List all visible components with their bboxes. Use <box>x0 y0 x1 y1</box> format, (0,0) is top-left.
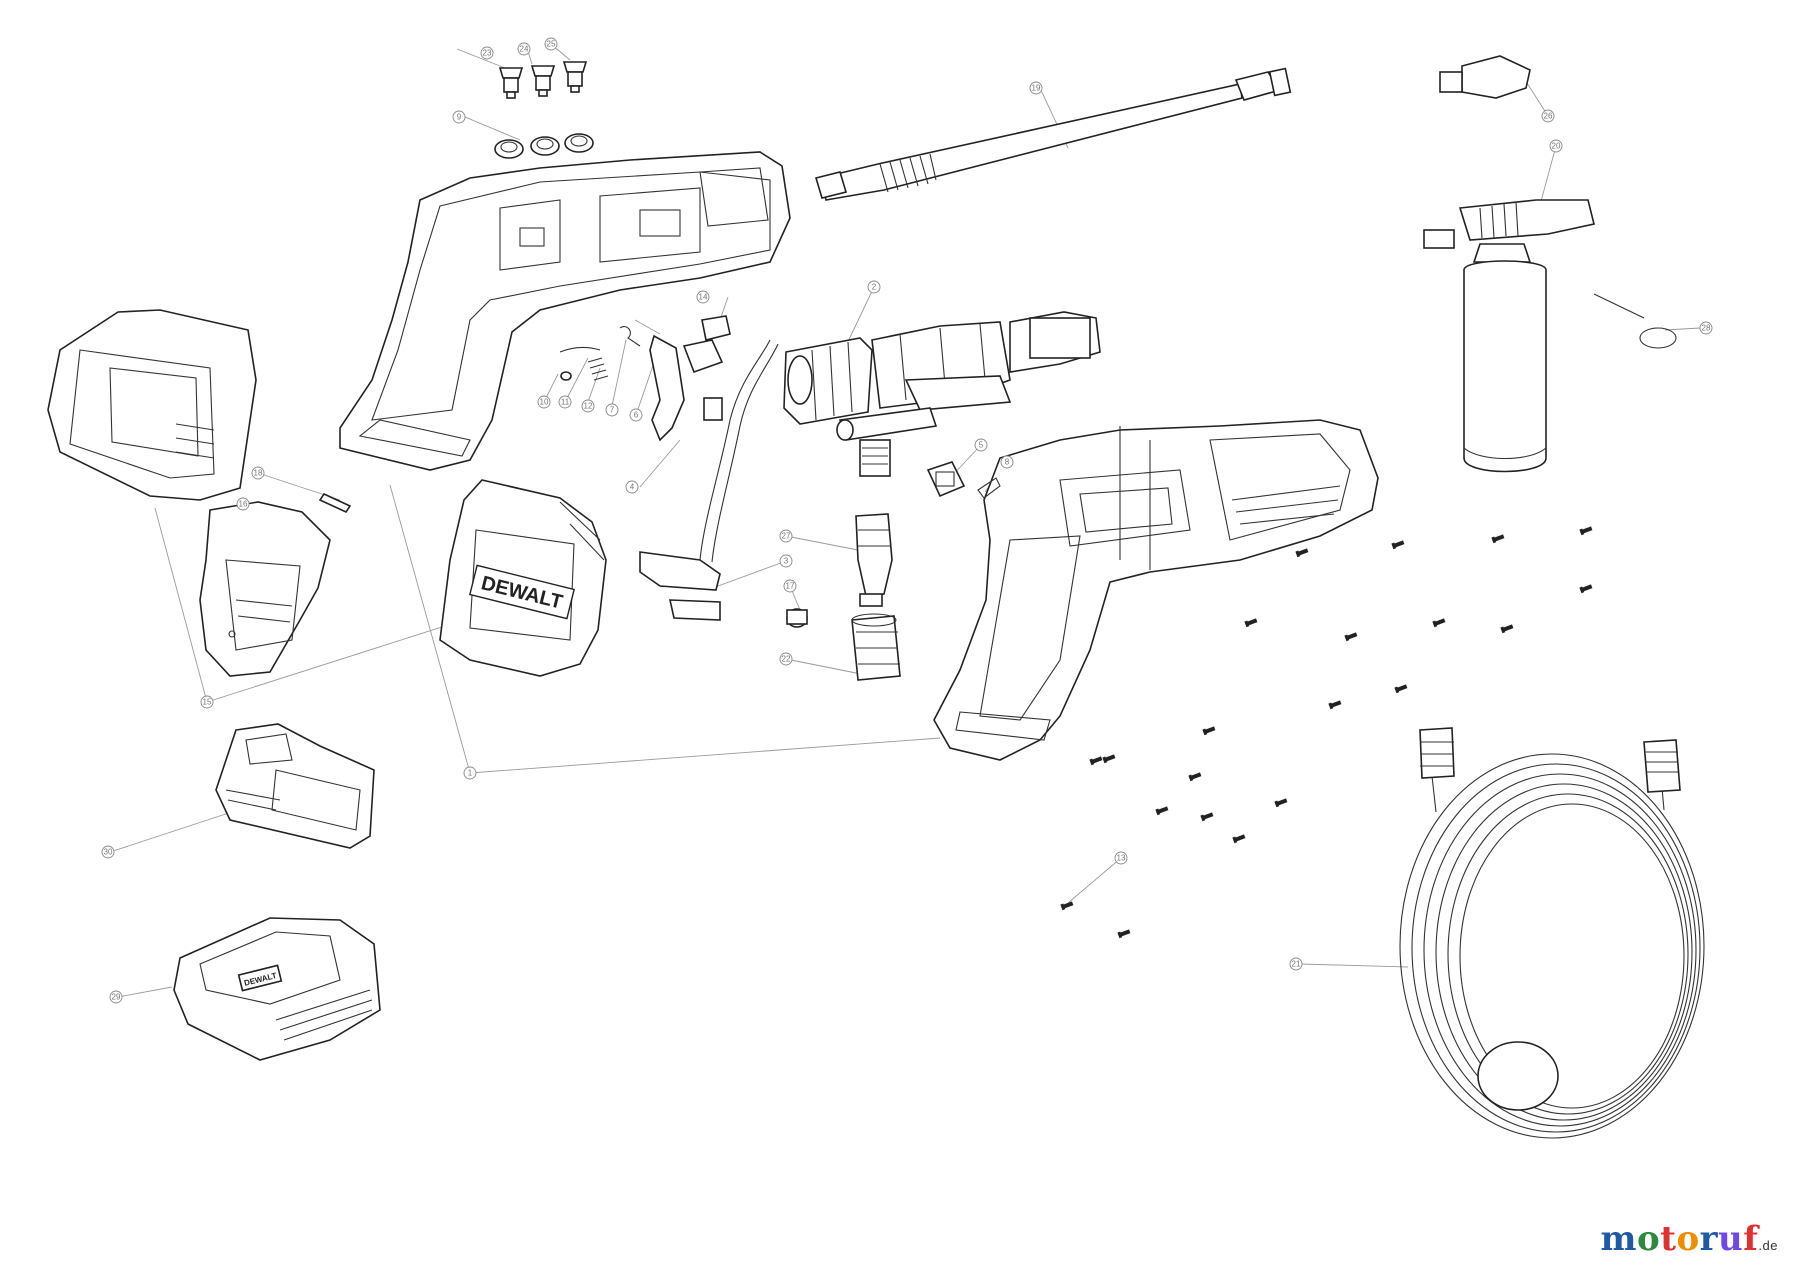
svg-text:2: 2 <box>872 283 877 292</box>
svg-text:9: 9 <box>457 113 462 122</box>
part-1-housing-right-half <box>933 419 1379 761</box>
watermark-letter: t <box>1660 1219 1677 1259</box>
svg-text:23: 23 <box>483 49 492 58</box>
svg-text:20: 20 <box>1552 142 1561 151</box>
callout-18: 18 <box>251 466 265 480</box>
part-2-motor-pump <box>783 311 1101 477</box>
callout-9: 9 <box>452 110 466 124</box>
part-3-wiring-harness <box>639 339 779 621</box>
part-17-plug <box>786 608 808 628</box>
watermark-letter: r <box>1699 1219 1719 1259</box>
svg-text:21: 21 <box>1292 960 1301 969</box>
watermark-letter: o <box>1637 1219 1661 1259</box>
part-13-screws <box>1060 526 1593 939</box>
callout-14: 14 <box>696 290 710 304</box>
callout-1: 1 <box>463 766 477 780</box>
watermark-letter: u <box>1718 1219 1744 1259</box>
callout-23: 23 <box>480 46 494 60</box>
svg-text:14: 14 <box>699 293 708 302</box>
leader-lines <box>109 43 1701 998</box>
svg-text:30: 30 <box>104 848 113 857</box>
callout-21: 21 <box>1289 957 1303 971</box>
callout-bubbles: 1 2 3 4 5 6 7 8 9 10 11 12 13 14 15 16 1… <box>101 37 1713 1004</box>
svg-text:4: 4 <box>630 483 635 492</box>
parts-23-25-nozzle-tips <box>498 61 588 99</box>
callout-13: 13 <box>1114 851 1128 865</box>
callout-11: 11 <box>558 395 572 409</box>
svg-text:11: 11 <box>561 398 570 407</box>
svg-text:18: 18 <box>254 469 263 478</box>
svg-text:25: 25 <box>547 40 556 49</box>
svg-text:16: 16 <box>239 500 248 509</box>
part-21-hose <box>1399 727 1705 1139</box>
part-28-wire-clip <box>1593 293 1677 349</box>
callout-20: 20 <box>1549 139 1563 153</box>
callout-26: 26 <box>1541 109 1555 123</box>
callout-4: 4 <box>625 480 639 494</box>
callout-6: 6 <box>629 408 643 422</box>
part-15-side-covers <box>47 309 331 677</box>
part-27-fitting <box>855 513 893 607</box>
svg-text:8: 8 <box>1005 458 1010 467</box>
part-1-side-cover-decal: DEWALT <box>439 479 607 677</box>
svg-text:10: 10 <box>540 398 549 407</box>
part-26-tip <box>1439 55 1531 99</box>
callout-29: 29 <box>109 990 123 1004</box>
part-8-clip <box>977 477 1001 499</box>
callout-3: 3 <box>779 554 793 568</box>
callout-15: 15 <box>200 695 214 709</box>
svg-text:29: 29 <box>112 993 121 1002</box>
watermark-letter: o <box>1676 1219 1700 1259</box>
part-19-lance <box>814 67 1292 201</box>
callout-24: 24 <box>517 42 531 56</box>
svg-text:6: 6 <box>634 411 639 420</box>
part-18-pin <box>318 492 352 514</box>
motoruf-watermark-logo: motoruf.de <box>1601 1219 1778 1259</box>
svg-text:27: 27 <box>782 532 791 541</box>
watermark-letter: f <box>1743 1219 1759 1259</box>
svg-text:28: 28 <box>1702 324 1711 333</box>
part-30-battery <box>215 723 375 849</box>
watermark-letter: m <box>1600 1219 1638 1259</box>
callout-8: 8 <box>1000 455 1014 469</box>
part-22-coupler <box>851 613 901 681</box>
part-9-seals <box>494 133 594 159</box>
svg-text:1: 1 <box>468 769 473 778</box>
callout-25: 25 <box>544 37 558 51</box>
svg-text:24: 24 <box>520 45 529 54</box>
part-29-charger: DEWALT <box>173 917 381 1061</box>
callout-5: 5 <box>974 438 988 452</box>
callout-16: 16 <box>236 497 250 511</box>
part-20-foam-cannon <box>1423 199 1595 473</box>
part-5-switch <box>926 461 966 498</box>
small-trigger-parts <box>559 315 731 442</box>
svg-text:5: 5 <box>979 441 984 450</box>
callout-2: 2 <box>867 280 881 294</box>
watermark-text: motoruf <box>1601 1219 1759 1259</box>
callout-22: 22 <box>779 652 793 666</box>
svg-text:7: 7 <box>610 406 615 415</box>
callout-19: 19 <box>1029 81 1043 95</box>
svg-text:12: 12 <box>584 402 593 411</box>
svg-text:17: 17 <box>786 582 795 591</box>
part-1-housing-left-half <box>339 151 791 471</box>
svg-text:26: 26 <box>1544 112 1553 121</box>
callout-10: 10 <box>537 395 551 409</box>
callout-7: 7 <box>605 403 619 417</box>
svg-text:3: 3 <box>784 557 789 566</box>
callout-27: 27 <box>779 529 793 543</box>
svg-text:19: 19 <box>1032 84 1041 93</box>
callout-30: 30 <box>101 845 115 859</box>
callout-17: 17 <box>783 579 797 593</box>
svg-text:15: 15 <box>203 698 212 707</box>
svg-text:22: 22 <box>782 655 791 664</box>
callout-28: 28 <box>1699 321 1713 335</box>
svg-text:13: 13 <box>1117 854 1126 863</box>
callout-12: 12 <box>581 399 595 413</box>
watermark-suffix: .de <box>1758 1238 1778 1253</box>
